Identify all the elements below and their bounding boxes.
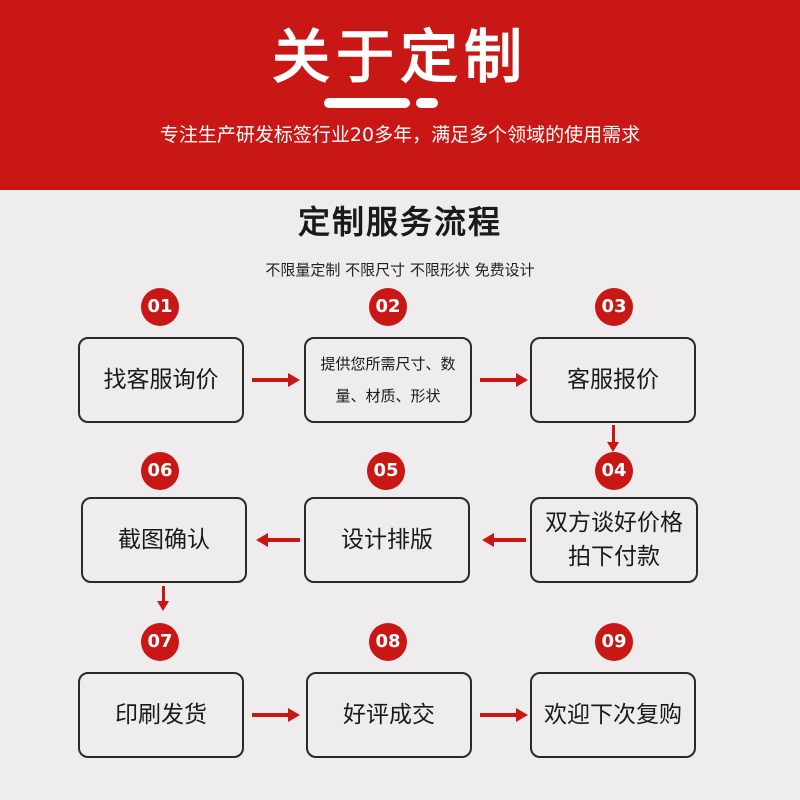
step-number-08: 08 <box>369 623 407 661</box>
step-box-05: 设计排版 <box>304 497 470 583</box>
arrow-right-2-3 <box>480 373 528 387</box>
step-number-09: 09 <box>595 623 633 661</box>
step-label-03: 客服报价 <box>567 367 659 393</box>
arrow-right-7-8 <box>252 708 300 722</box>
arrow-left-4-5 <box>482 533 526 547</box>
step-box-03: 客服报价 <box>530 337 696 423</box>
process-subtitle: 不限量定制 不限尺寸 不限形状 免费设计 <box>265 261 535 279</box>
step-label-07: 印刷发货 <box>115 702 207 728</box>
arrow-left-5-6 <box>256 533 300 547</box>
step-number-07: 07 <box>141 623 179 661</box>
step-number-02: 02 <box>369 288 407 326</box>
page-title: 关于定制 <box>271 23 528 91</box>
step-box-04: 双方谈好价格拍下付款 <box>530 497 698 583</box>
step-box-09: 欢迎下次复购 <box>530 672 696 758</box>
step-number-06: 06 <box>141 452 179 490</box>
step-box-08: 好评成交 <box>306 672 472 758</box>
step-number-04: 04 <box>595 452 633 490</box>
process-title: 定制服务流程 <box>297 203 502 241</box>
step-box-02: 提供您所需尺寸、数量、材质、形状 <box>304 337 472 423</box>
arrow-right-1-2 <box>252 373 300 387</box>
header-banner: 关于定制 专注生产研发标签行业20多年，满足多个领域的使用需求 <box>0 0 800 190</box>
step-label-05: 设计排版 <box>341 527 433 553</box>
step-number-03: 03 <box>595 288 633 326</box>
decorative-bar <box>324 98 410 108</box>
step-label-08: 好评成交 <box>343 702 435 728</box>
header-subtitle: 专注生产研发标签行业20多年，满足多个领域的使用需求 <box>159 124 641 146</box>
step-label-01: 找客服询价 <box>103 367 219 393</box>
arrow-down-6-7 <box>157 586 169 611</box>
step-label-06: 截图确认 <box>118 527 210 553</box>
arrow-right-8-9 <box>480 708 528 722</box>
step-box-07: 印刷发货 <box>78 672 244 758</box>
step-box-01: 找客服询价 <box>78 337 244 423</box>
step-number-05: 05 <box>367 452 405 490</box>
decorative-dot-bar <box>416 98 438 108</box>
step-label-04: 双方谈好价格拍下付款 <box>545 510 683 570</box>
step-number-01: 01 <box>141 288 179 326</box>
step-box-06: 截图确认 <box>81 497 247 583</box>
arrow-down-3-4 <box>607 425 619 452</box>
step-label-02: 提供您所需尺寸、数量、材质、形状 <box>320 355 456 405</box>
step-label-09: 欢迎下次复购 <box>544 702 682 728</box>
